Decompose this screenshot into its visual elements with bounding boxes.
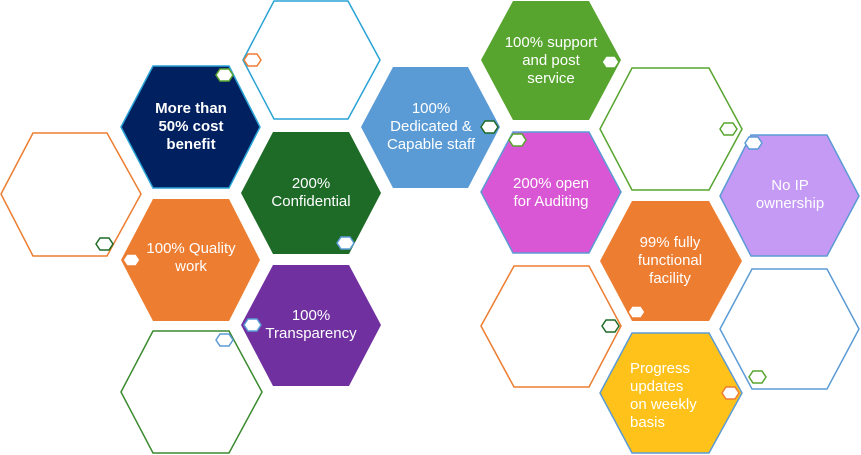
accent-hexagon: [215, 333, 234, 347]
hexagon-cost-benefit: [120, 65, 261, 189]
accent-hexagon: [719, 122, 738, 136]
outline-hexagon: [120, 330, 263, 454]
accent-hexagon: [627, 305, 646, 319]
hexagon-progress: [599, 332, 743, 454]
label-dedicated: 100% Dedicated & Capable staff: [386, 100, 476, 153]
label-ip: No IP ownership: [755, 177, 825, 212]
accent-hexagon: [508, 133, 527, 147]
accent-hexagon: [243, 53, 262, 67]
hexagon-auditing: [480, 131, 622, 254]
accent-hexagon: [243, 318, 262, 332]
hexagon-support: [481, 1, 621, 120]
hexagon-ip: [719, 134, 860, 257]
hexagon-facility: [600, 201, 742, 321]
outline-hexagon: [0, 132, 142, 257]
outline-hexagon: [480, 265, 622, 388]
label-cost-benefit: More than 50% cost benefit: [155, 100, 227, 153]
accent-hexagon: [744, 136, 763, 150]
label-auditing: 200% open for Auditing: [513, 175, 589, 210]
outline-hexagon: [242, 0, 381, 120]
hexagon-quality: [121, 199, 260, 321]
accent-hexagon: [215, 68, 234, 82]
outline-hexagon: [719, 268, 860, 390]
accent-hexagon: [601, 319, 620, 333]
label-transparency: 100% Transparency: [265, 307, 357, 342]
hexagon-dedicated: [361, 67, 500, 188]
label-support: 100% support and post service: [504, 34, 598, 87]
hexagon-transparency: [241, 265, 381, 386]
accent-hexagon: [721, 386, 740, 400]
accent-hexagon: [480, 120, 499, 134]
outline-hexagon: [599, 67, 743, 191]
label-quality: 100% Quality work: [146, 240, 236, 275]
accent-hexagon: [95, 237, 114, 251]
label-progress: Progress updates on weekly basis: [630, 360, 697, 431]
accent-hexagon: [748, 370, 767, 384]
accent-hexagon: [336, 236, 355, 250]
hexagon-confidential: [241, 132, 381, 254]
accent-hexagon: [122, 253, 141, 267]
accent-hexagon: [601, 55, 620, 69]
label-facility: 99% fully functional facility: [637, 234, 703, 287]
label-confidential: 200% Confidential: [271, 175, 351, 210]
